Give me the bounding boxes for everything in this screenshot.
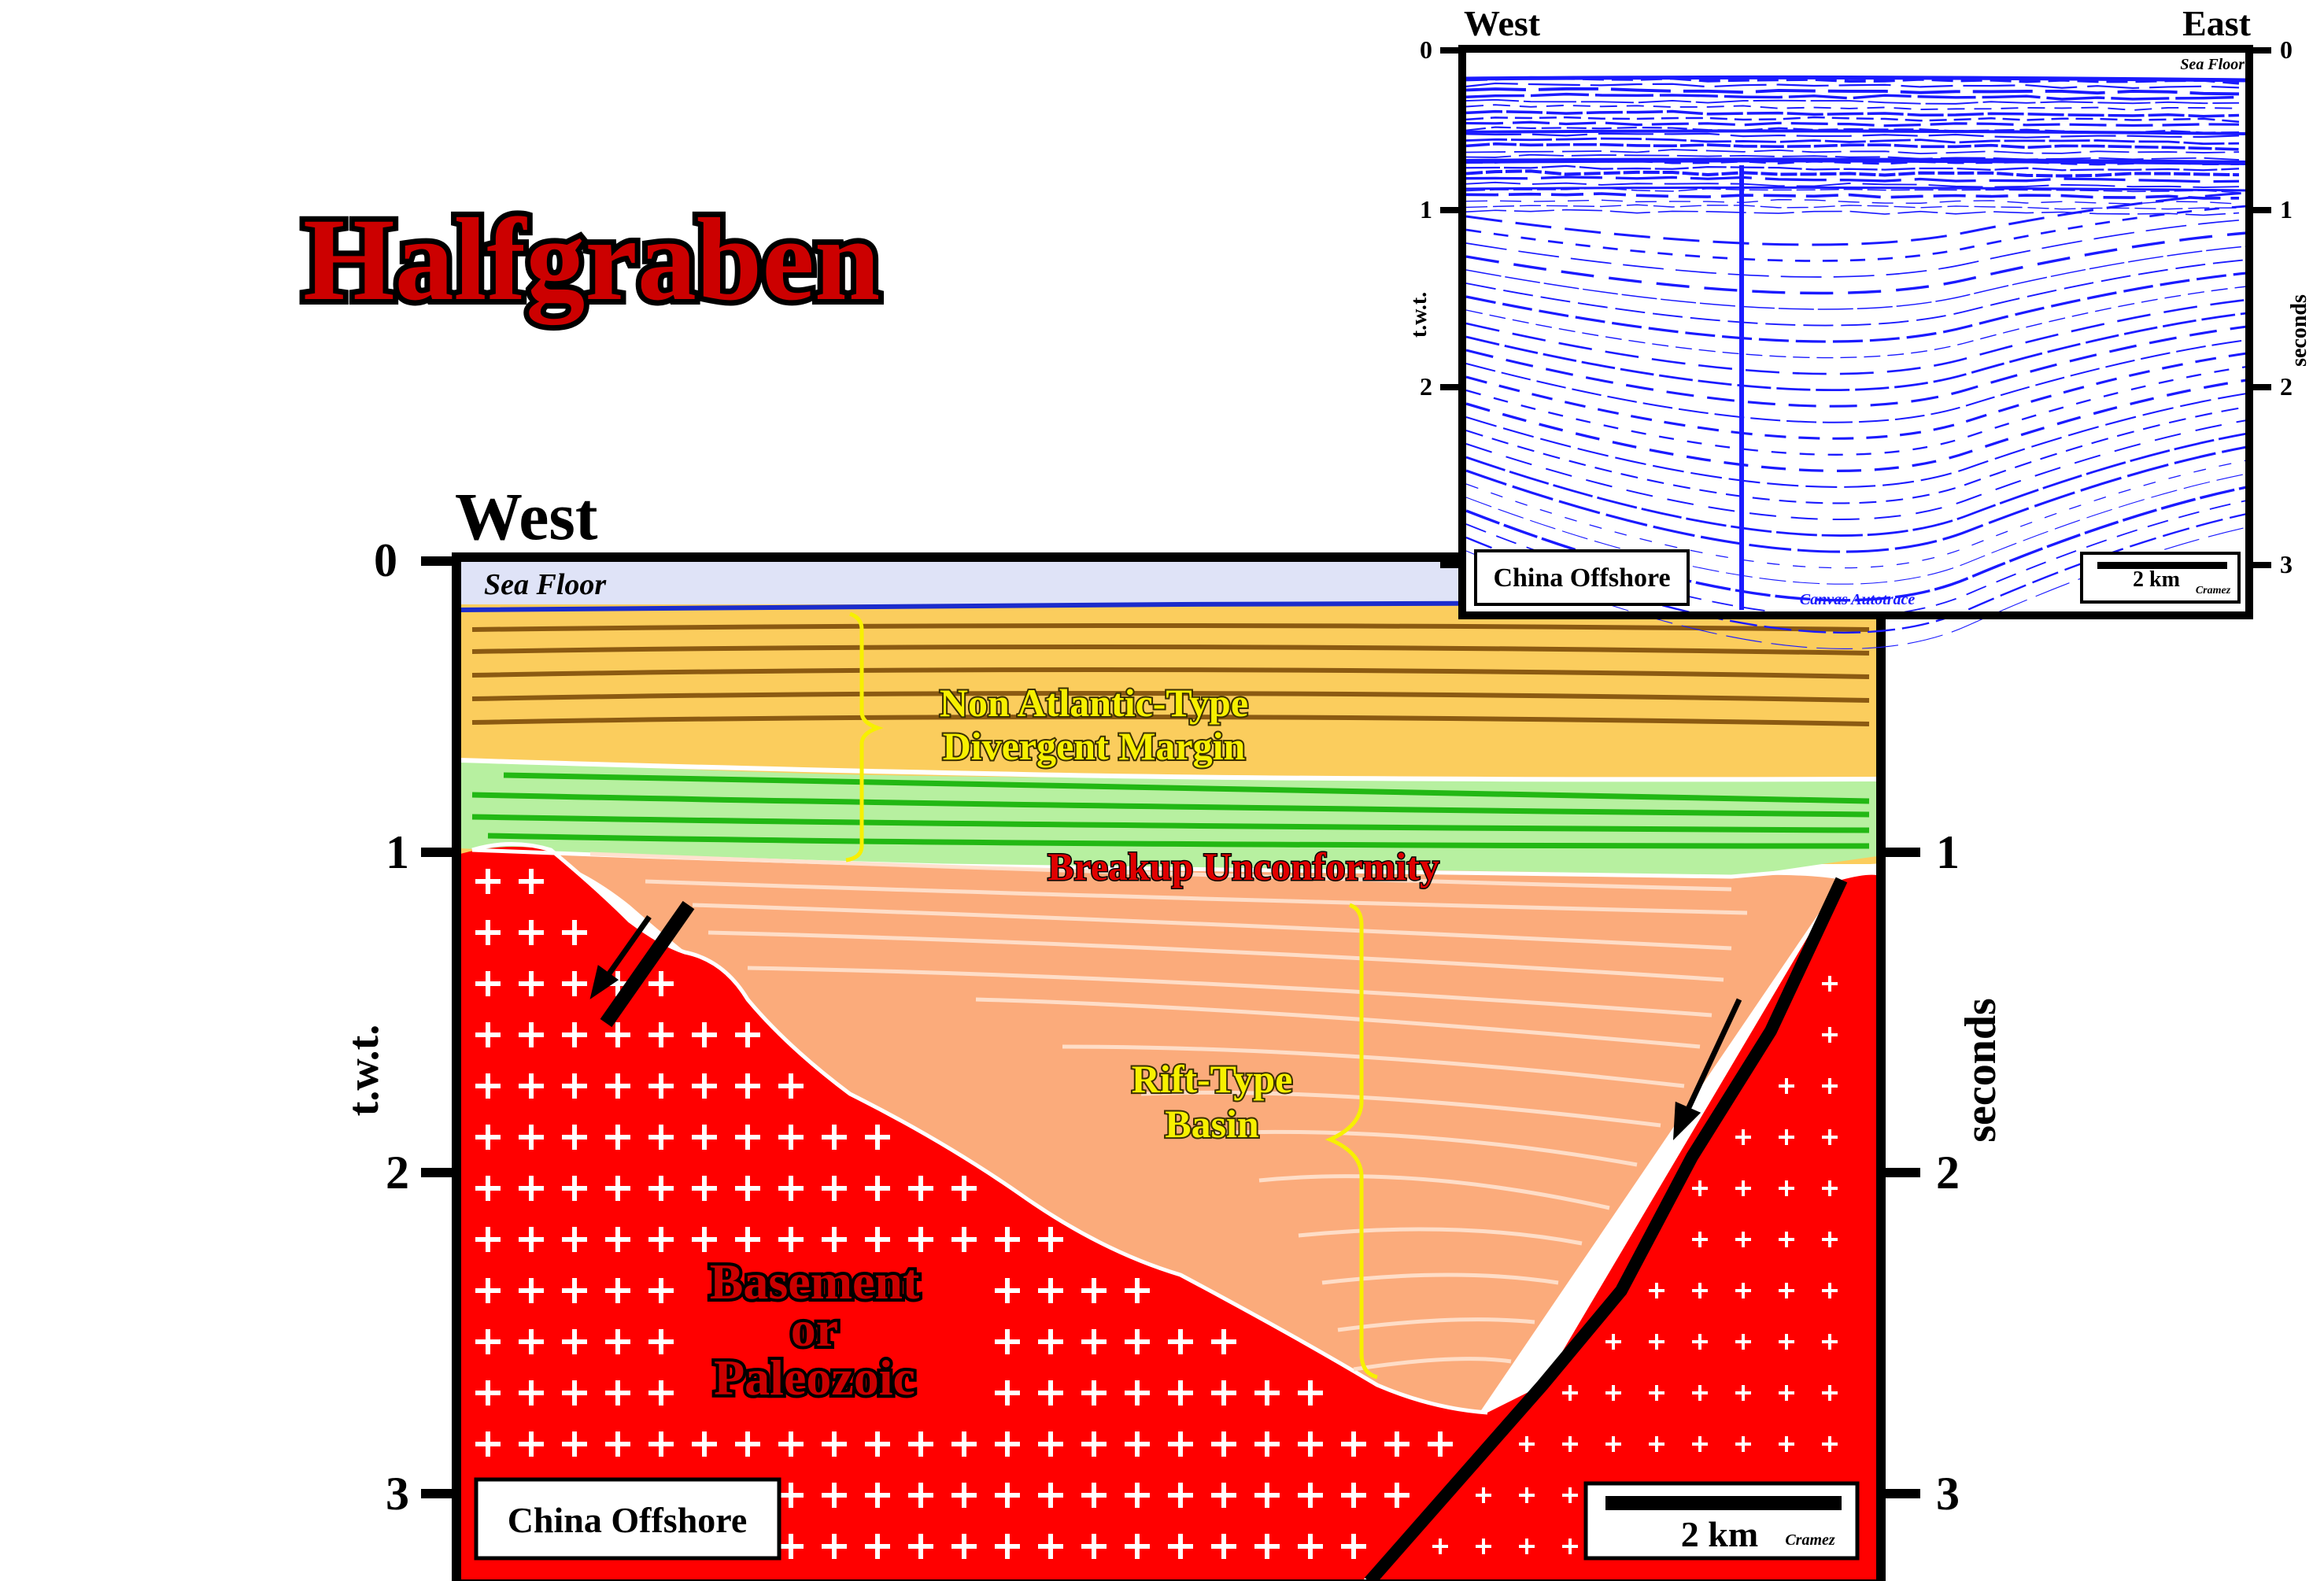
basement-label-line2: or <box>791 1301 838 1357</box>
rift-basin-fill <box>472 848 1842 1413</box>
inset-tick-0-right: 0 <box>2280 35 2293 64</box>
basement-outline <box>471 842 1488 1415</box>
inset-left-ticks <box>1440 47 1462 568</box>
margin-label-line2: Divergent Margin <box>943 724 1246 768</box>
location-box <box>474 1477 781 1561</box>
tick-1-right: 1 <box>1936 826 1960 878</box>
credit-label: Cramez <box>1785 1531 1835 1549</box>
rift-label-line1: Rift-Type <box>1132 1057 1293 1101</box>
margin-label-line1: Non Atlantic-Type <box>940 681 1248 725</box>
inset-sea-floor-label: Sea Floor <box>2180 56 2245 73</box>
y-axis-label-right: seconds <box>1956 998 2005 1143</box>
faults <box>600 877 1848 1581</box>
green-reflectors <box>471 772 1870 849</box>
scale-bar <box>1605 1496 1842 1510</box>
rift-reflectors <box>589 851 1748 1372</box>
basement-crosses <box>475 869 1838 1559</box>
inset-software-label: Canvas Autotrace <box>1800 591 1916 608</box>
inset-tick-1-right: 1 <box>2280 195 2293 223</box>
green-band-top <box>460 758 1878 782</box>
basement-left <box>460 847 1543 1581</box>
inset-west-label: West <box>1464 3 1541 43</box>
inset-y-label-left: t.w.t. <box>1407 292 1432 338</box>
left-ticks <box>421 556 456 1498</box>
basement-label-line3: Paleozoic <box>714 1350 915 1406</box>
direction-label-west: West <box>455 478 598 554</box>
section-labels: Sea Floor Non Atlantic-Type Divergent Ma… <box>474 568 1860 1561</box>
section-frame <box>452 552 1886 1581</box>
inset-scale-bar <box>2097 562 2227 569</box>
main-axes: 0 1 2 3 1 2 3 t.w.t. seconds West <box>339 478 2005 1520</box>
inset-tick-3-right: 3 <box>2280 550 2293 578</box>
tick-2-right: 2 <box>1936 1147 1960 1199</box>
tick-3-left: 3 <box>386 1468 409 1520</box>
seismic-frame <box>1458 45 2253 619</box>
normal-fault-right <box>1364 877 1848 1581</box>
inset-location-label: China Offshore <box>1493 563 1670 593</box>
inset-right-ticks <box>2249 47 2271 568</box>
fault-arrows <box>589 914 1742 1140</box>
tick-0-left: 0 <box>374 534 397 586</box>
inset-scale-label: 2 km <box>2133 567 2180 592</box>
normal-fault-left <box>600 900 695 1028</box>
inset-tick-2-left: 2 <box>1420 372 1432 401</box>
inset-tick-1-left: 1 <box>1420 195 1432 223</box>
post-rift-reflectors <box>471 623 1870 726</box>
scale-box <box>1583 1481 1860 1561</box>
tick-2-left: 2 <box>386 1147 409 1199</box>
location-label: China Offshore <box>508 1500 748 1540</box>
inset-tick-0-left: 0 <box>1420 35 1432 64</box>
rift-brace <box>1325 903 1378 1380</box>
seismic-inset: West East Sea Floor 0 1 2 0 1 2 3 t.w.t.… <box>1407 3 2311 649</box>
inset-location-box <box>1474 549 1690 606</box>
inset-east-label: East <box>2182 3 2252 43</box>
page-title: Halfgraben <box>303 194 880 325</box>
basement-right <box>1369 874 1877 1581</box>
right-ticks <box>1881 848 1920 1498</box>
basement-label-line1: Basement <box>710 1254 920 1309</box>
seismic-reflectors <box>1465 75 2248 649</box>
inset-y-label-right: seconds <box>2287 294 2311 367</box>
y-axis-label-left: t.w.t. <box>339 1025 388 1117</box>
unconformity-label: Breakup Unconformity <box>1047 844 1439 888</box>
cross-section <box>452 552 1886 1581</box>
inset-scale-box <box>2080 552 2241 604</box>
inset-tick-2-right: 2 <box>2280 372 2293 401</box>
tick-1-left: 1 <box>386 826 409 878</box>
margin-brace <box>845 611 884 863</box>
sea-floor-label: Sea Floor <box>484 568 607 601</box>
rift-label-line2: Basin <box>1165 1102 1259 1146</box>
inset-credit-label: Cramez <box>2196 585 2231 597</box>
scale-label: 2 km <box>1681 1514 1758 1554</box>
tick-3-right: 3 <box>1936 1468 1960 1520</box>
